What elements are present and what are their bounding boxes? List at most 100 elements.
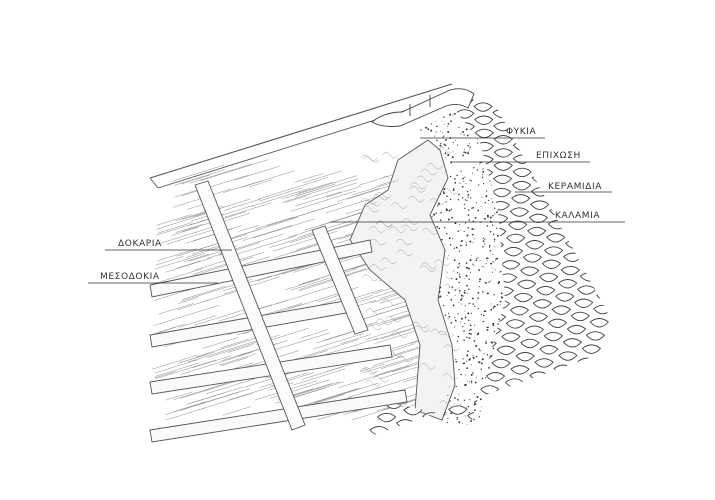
fill-dot [508, 173, 510, 175]
roof-tile [603, 252, 623, 262]
fill-dot [472, 355, 474, 357]
fill-dot [505, 377, 507, 379]
fill-dot [493, 409, 495, 411]
label-dokaria: ΔΟΚΑΡΙΑ [118, 239, 162, 249]
roof-tile [491, 358, 511, 369]
seaweed-squiggle [437, 147, 454, 154]
fill-dot [496, 211, 498, 214]
seaweed-squiggle [362, 205, 379, 213]
reed-stroke [154, 359, 217, 380]
fill-dot [494, 167, 496, 169]
reed-stroke [187, 256, 254, 278]
reed-stroke [194, 259, 229, 271]
fill-dot [443, 226, 446, 229]
fill-dot [470, 364, 472, 366]
fill-dot [488, 367, 490, 369]
reed-stroke [204, 379, 240, 392]
fill-dot [475, 259, 478, 262]
fill-dot [482, 266, 484, 268]
roof-tile [471, 194, 492, 205]
seaweed-squiggle [364, 379, 382, 387]
fill-dot [487, 326, 489, 329]
roof-tile [589, 318, 609, 328]
fill-dot [488, 112, 490, 114]
fill-dot [424, 417, 426, 420]
fill-dot [457, 266, 459, 269]
roof-tile [498, 437, 518, 440]
fill-dot [463, 203, 466, 205]
fill-dot [482, 240, 485, 242]
rafters [194, 180, 369, 431]
reed-stroke [183, 254, 209, 263]
fill-dot [466, 293, 468, 294]
roof-tile [563, 252, 583, 263]
fill-dot [485, 342, 487, 344]
fill-dot [471, 382, 473, 384]
fill-dot [442, 192, 445, 195]
reed-stroke [319, 337, 379, 357]
fill-dot [491, 401, 493, 404]
fill-dot [437, 422, 440, 425]
reed-stroke [348, 387, 381, 398]
fill-dot [447, 154, 450, 157]
fill-dot [485, 397, 488, 400]
fill-dot [450, 208, 453, 210]
fill-dot [453, 270, 455, 272]
roof-tile [606, 225, 625, 236]
fill-dot [499, 300, 502, 303]
fill-dot [452, 189, 455, 192]
seaweed-layer [349, 139, 461, 421]
fill-dot [470, 419, 473, 422]
fill-dot [479, 398, 482, 401]
fill-dot [492, 347, 495, 350]
fill-dot [492, 254, 494, 256]
fill-dot [497, 323, 499, 325]
fill-dot [450, 412, 453, 415]
reed-stroke [299, 388, 358, 407]
fill-dot [482, 168, 484, 170]
seaweed-squiggle [364, 200, 382, 207]
fill-dot [458, 393, 459, 395]
reed-stroke [285, 195, 307, 203]
seaweed-squiggle [369, 238, 386, 246]
roof-tile [528, 312, 549, 322]
roof-tile [520, 266, 540, 276]
fill-dot [446, 233, 448, 235]
fill-dot [463, 149, 465, 151]
roof-tile [530, 200, 550, 210]
fill-dot [482, 237, 485, 239]
roof-tile [498, 273, 518, 283]
fill-dot [456, 340, 459, 342]
roof-tile [546, 233, 566, 243]
roof-tile [548, 377, 568, 388]
fill-dot [493, 399, 495, 402]
roof-tile [494, 286, 514, 296]
fill-dot [503, 419, 505, 421]
roof-tile [543, 331, 564, 342]
fill-dot [496, 227, 498, 229]
reed-stroke [241, 170, 295, 188]
roof-tile [449, 214, 469, 225]
fill-dot [460, 240, 463, 242]
fill-dot [450, 120, 452, 122]
fill-dot [490, 262, 493, 265]
fill-dot [500, 270, 502, 273]
fill-dot [453, 367, 455, 369]
roof-tile [455, 148, 475, 159]
fill-dot [489, 420, 491, 422]
fill-dot [469, 240, 472, 243]
roof-tile [484, 240, 505, 251]
fill-dot [494, 246, 496, 248]
fill-dot [499, 281, 500, 282]
roof-tile [588, 153, 608, 163]
fill-dot [484, 202, 486, 204]
seaweed-squiggle [413, 325, 430, 332]
roof-tile [509, 306, 530, 316]
fill-dot [488, 246, 491, 248]
seaweed-squiggle [361, 154, 378, 162]
reed-stroke [251, 187, 311, 207]
roof-tile [525, 240, 545, 250]
fill-dot [492, 322, 495, 325]
fill-dot [508, 269, 510, 271]
roof-tile [607, 172, 625, 183]
